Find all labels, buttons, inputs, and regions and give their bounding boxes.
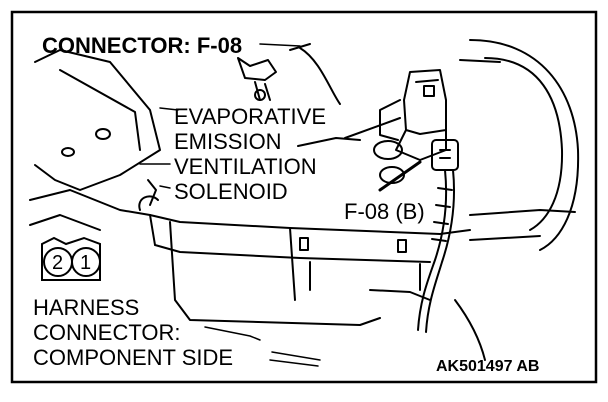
pin-1-label: 1 — [80, 252, 92, 274]
connector-title: CONNECTOR: F-08 — [42, 33, 243, 58]
figure-frame — [10, 10, 598, 384]
harness-label-line-2: CONNECTOR: — [33, 320, 181, 345]
figure-code: AK501497 AB — [436, 358, 540, 375]
harness-label-line-3: COMPONENT SIDE — [33, 345, 234, 370]
connector-id-label: F-08 (B) — [344, 199, 425, 224]
component-label-line-2: EMISSION — [174, 129, 282, 154]
component-label-line-3: VENTILATION — [174, 154, 317, 179]
harness-connector-pinout-icon — [41, 236, 101, 281]
harness-label-line-1: HARNESS — [33, 295, 140, 320]
component-label-line-4: SOLENOID — [174, 179, 288, 204]
component-label-line-1: EVAPORATIVE — [174, 104, 327, 129]
engine-bay-line-art — [29, 39, 580, 367]
pin-2-label: 2 — [52, 252, 64, 274]
